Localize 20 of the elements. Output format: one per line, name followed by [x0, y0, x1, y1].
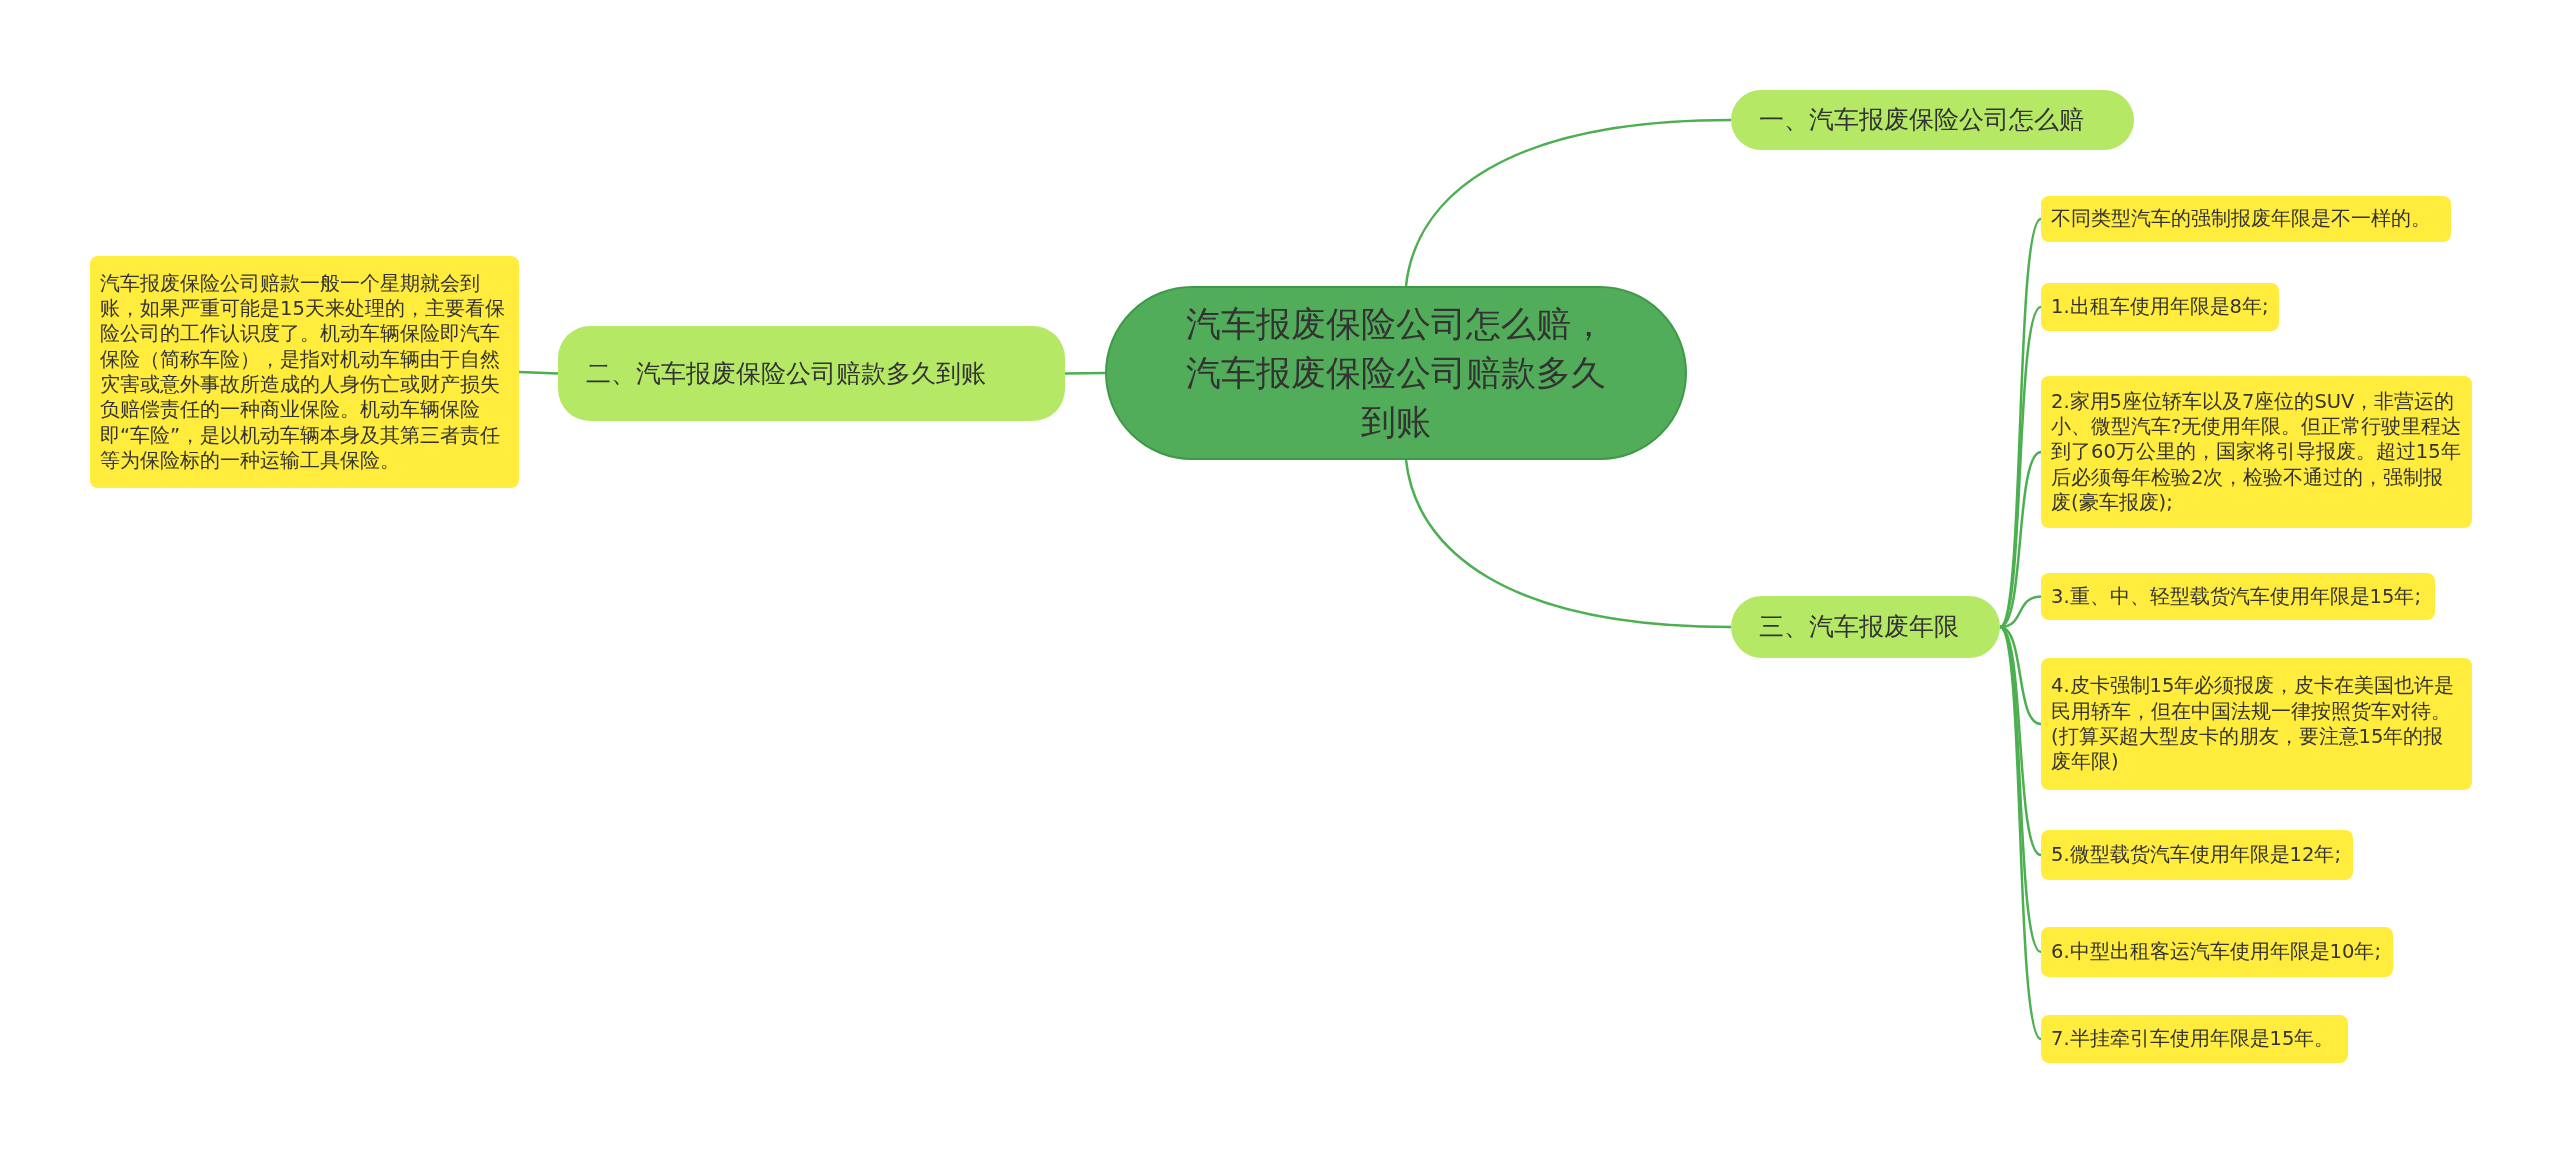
connector-line: [1998, 626, 2042, 1040]
topic-box: 三、汽车报废年限: [1731, 596, 2000, 658]
note-box: 7.半挂牵引车使用年限是15年。: [2041, 1015, 2348, 1063]
note-box: 2.家用5座位轿车以及7座位的SUV，非营运的小、微型汽车?无使用年限。但正常行驶里程达到了60万公里的，国家将引导报废。超过15年后必须每年检验2次，检验不通过的，强制报废(豪车报废);: [2041, 376, 2472, 528]
note-box: 汽车报废保险公司赔款一般一个星期就会到账，如果严重可能是15天来处理的，主要看保险公司的工作认识度了。机动车辆保险即汽车保险（简称车险），是指对机动车辆由于自然灾害或意外事故所造成的人身伤亡或财产损失负赔偿责任的一种商业保险。机动车辆保险即“车险”，是以机动车辆本身及其第三者责任等为保险标的一种运输工具保险。: [90, 256, 519, 488]
topic-box: 一、汽车报废保险公司怎么赔: [1731, 90, 2134, 150]
note-box: 1.出租车使用年限是8年;: [2041, 283, 2279, 331]
note-box: 不同类型汽车的强制报废年限是不一样的。: [2041, 196, 2451, 242]
note-box: 3.重、中、轻型载货汽车使用年限是15年;: [2041, 573, 2435, 620]
connector-line: [1404, 118, 1732, 287]
note-box: 4.皮卡强制15年必须报废，皮卡在美国也许是民用轿车，但在中国法规一律按照货车对待。(打算买超大型皮卡的朋友，要注意15年的报废年限): [2041, 658, 2472, 790]
note-box: 5.微型载货汽车使用年限是12年;: [2041, 830, 2353, 880]
connector-line: [518, 370, 559, 375]
connector-line: [1065, 371, 1105, 375]
connector-line: [1999, 306, 2042, 628]
topic-box: 二、汽车报废保险公司赔款多久到账: [558, 326, 1065, 421]
note-box: 6.中型出租客运汽车使用年限是10年;: [2041, 927, 2393, 977]
connector-line: [1998, 218, 2042, 628]
connector-line: [1404, 459, 1732, 629]
central-topic: 汽车报废保险公司怎么赔，汽车报废保险公司赔款多久到账: [1105, 286, 1687, 460]
